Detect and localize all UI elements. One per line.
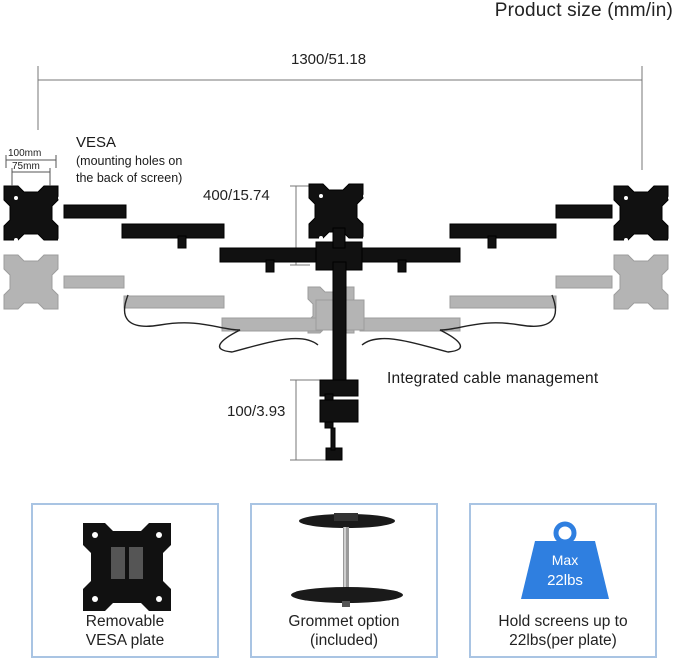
vesa-inner-spacing: 75mm [12, 161, 40, 172]
primary-mount [3, 183, 669, 461]
cable-management-label: Integrated cable management [387, 370, 599, 387]
page-title: Product size (mm/in) [494, 0, 673, 21]
feature-line1: Grommet option [288, 613, 400, 630]
vesa-title: VESA [76, 134, 117, 151]
clamp-dimension-line [290, 379, 330, 461]
vesa-spacing-brackets [5, 155, 57, 186]
feature-line2: 22lbs(per plate) [509, 632, 617, 649]
clamp-dimension-label: 100/3.93 [227, 403, 286, 420]
vesa-plate-left [3, 185, 59, 241]
vesa-plate-icon [83, 523, 171, 611]
vesa-plate-right [613, 185, 669, 241]
vesa-note-line1: (mounting holes on [76, 154, 183, 168]
vesa-note-line2: the back of screen) [76, 171, 183, 185]
feature-removable-plate: Removable VESA plate [31, 503, 219, 658]
grommet-icon [291, 513, 403, 607]
ghost-plate-right [613, 254, 669, 310]
feature-label: Grommet option (included) [252, 612, 436, 650]
plate-holes [14, 194, 672, 242]
weight-icon: Max 22lbs [521, 521, 609, 599]
height-dimension-label: 400/15.74 [203, 187, 270, 204]
feature-label: Removable VESA plate [33, 612, 217, 650]
weight-badge-line2: 22lbs [547, 572, 583, 589]
ghost-plate-left [3, 254, 59, 310]
width-dimension-line [37, 66, 643, 170]
feature-line2: (included) [309, 632, 379, 649]
cables [123, 294, 557, 353]
feature-label: Hold screens up to 22lbs(per plate) [471, 612, 655, 650]
width-dimension-label: 1300/51.18 [291, 51, 367, 68]
vesa-note: (mounting holes on the back of screen) [76, 153, 206, 187]
vesa-outer-spacing: 100mm [8, 148, 42, 159]
mount-diagram [3, 66, 672, 461]
feature-line1: Removable [85, 613, 165, 630]
feature-grommet: Grommet option (included) [250, 503, 438, 658]
weight-badge-line1: Max [552, 552, 578, 568]
feature-weight-capacity: Max 22lbs Hold screens up to 22lbs(per p… [469, 503, 657, 658]
feature-line1: Hold screens up to [498, 613, 628, 630]
feature-line2: VESA plate [85, 632, 165, 649]
